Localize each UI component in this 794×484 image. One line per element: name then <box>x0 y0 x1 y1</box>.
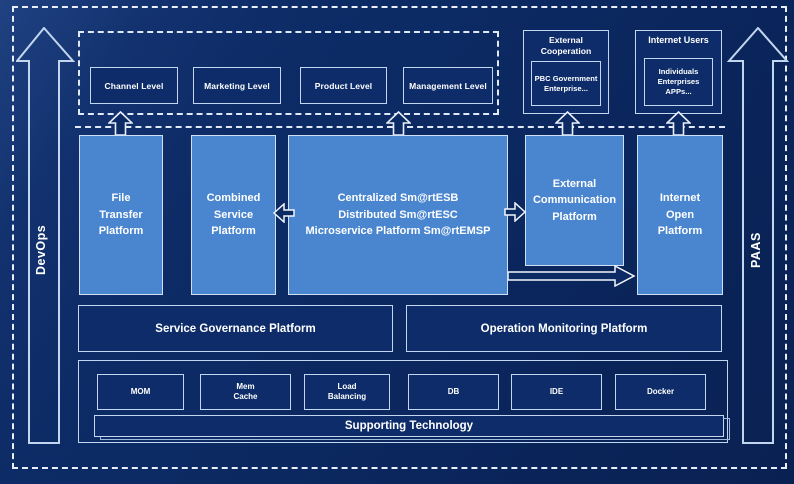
internet-users-members: Individuals Enterprises APPs... <box>644 58 713 106</box>
management-level-box: Management Level <box>403 67 493 104</box>
marketing-level-box: Marketing Level <box>193 67 281 104</box>
tech-box-docker: Docker <box>615 374 706 410</box>
combined-service-platform-box: Combined Service Platform <box>191 135 276 295</box>
devops-up-arrow-icon <box>16 27 76 444</box>
tech-box-mom: MOM <box>97 374 184 410</box>
flow-up-arrow-icon <box>386 111 411 136</box>
devops-rail-label: DevOps <box>34 224 48 275</box>
paas-rail-label: PAAS <box>749 232 763 268</box>
internet-open-platform-box: Internet Open Platform <box>637 135 723 295</box>
levels-dashed-frame <box>78 31 499 115</box>
external-cooperation-title: External Cooperation <box>540 35 592 56</box>
outer-dashed-frame <box>12 6 787 469</box>
file-transfer-platform-box: File Transfer Platform <box>79 135 163 295</box>
flow-left-arrow-icon <box>273 203 295 223</box>
external-cooperation-members: PBC Government Enterprise... <box>531 61 601 106</box>
tech-box-mem-cache: Mem Cache <box>200 374 291 410</box>
internet-users-title: Internet Users <box>648 35 709 45</box>
paas-up-arrow-icon <box>727 27 789 444</box>
external-communication-platform-box: External Communication Platform <box>525 135 624 266</box>
external-cooperation-box: External Cooperation PBC Government Ente… <box>523 30 609 114</box>
service-governance-platform-box: Service Governance Platform <box>78 305 393 352</box>
tech-box-ide: IDE <box>511 374 602 410</box>
flow-long-right-arrow-icon <box>508 265 636 287</box>
product-level-box: Product Level <box>300 67 387 104</box>
internet-users-box: Internet Users Individuals Enterprises A… <box>635 30 722 114</box>
channel-level-box: Channel Level <box>90 67 178 104</box>
supporting-technology-frame <box>78 360 728 443</box>
central-esb-platform-box: Centralized Sm@rtESB Distributed Sm@rtES… <box>288 135 508 295</box>
flow-right-arrow-icon <box>504 202 526 222</box>
flow-up-arrow-icon <box>555 111 580 136</box>
supporting-technology-bar: Supporting Technology <box>94 415 724 437</box>
operation-monitoring-platform-box: Operation Monitoring Platform <box>406 305 722 352</box>
flow-up-arrow-icon <box>108 111 133 136</box>
flow-up-arrow-icon <box>666 111 691 136</box>
tech-box-db: DB <box>408 374 499 410</box>
tech-box-load-balancing: Load Balancing <box>304 374 390 410</box>
